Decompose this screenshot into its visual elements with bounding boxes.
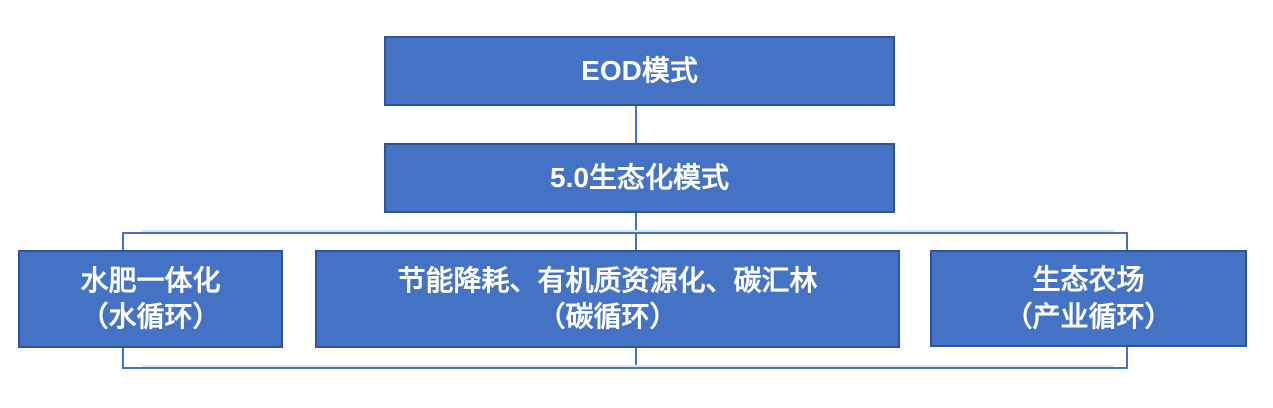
connector-bottom-left-drop (122, 348, 124, 368)
node-carbon-cycle: 节能降耗、有机质资源化、碳汇林 （碳循环） (315, 250, 900, 348)
node-eod-model: EOD模式 (384, 36, 895, 106)
connector-top-bus-highlight (142, 230, 1114, 232)
node-water-fertilizer: 水肥一体化 （水循环） (18, 250, 283, 348)
connector-top-bus (122, 232, 1128, 234)
node-eco-mode-5-label: 5.0生态化模式 (550, 161, 729, 193)
node-eco-farm: 生态农场 （产业循环） (930, 250, 1247, 347)
connector-top-bus-right-drop (1126, 233, 1128, 250)
node-eod-model-label: EOD模式 (581, 54, 698, 86)
node-water-fertilizer-label-line1: 水肥一体化 (80, 264, 221, 296)
connector-bottom-bus-highlight (142, 365, 1114, 367)
node-eco-farm-label-line1: 生态农场 (1032, 264, 1145, 296)
node-carbon-cycle-label-line2: （碳循环） (537, 301, 678, 332)
node-carbon-cycle-label-line1: 节能降耗、有机质资源化、碳汇林 (397, 264, 818, 296)
node-water-fertilizer-label-line2: （水循环） (80, 301, 221, 332)
connector-eod-to-eco-mode (635, 106, 637, 143)
connector-bottom-right-drop (1126, 347, 1128, 368)
connector-bottom-middle-drop (635, 348, 637, 368)
connector-bottom-bus (122, 367, 1128, 369)
connector-top-bus-left-drop (122, 233, 124, 250)
node-eco-farm-label-line2: （产业循环） (1004, 300, 1173, 332)
node-eco-mode-5: 5.0生态化模式 (384, 143, 895, 213)
